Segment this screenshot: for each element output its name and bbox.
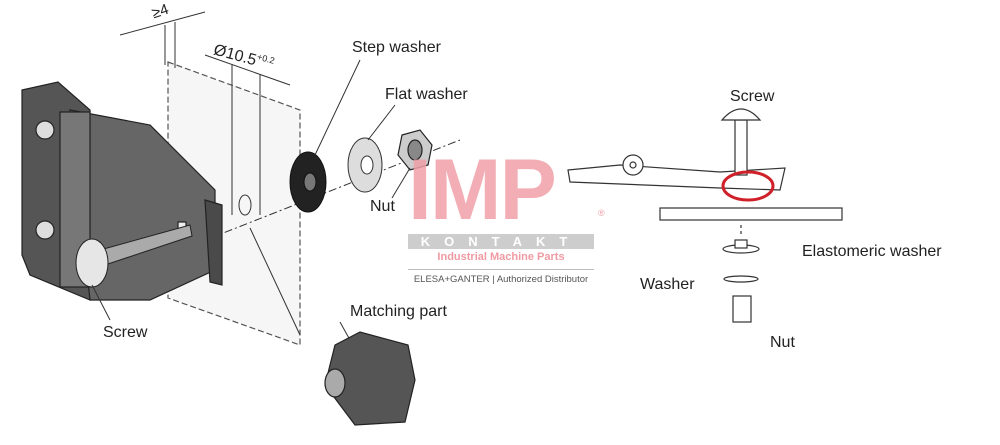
leader-lines [91,59,411,341]
nut-label-left: Nut [370,198,395,215]
nut [397,129,433,171]
screw [75,224,193,288]
matching-part-label: Matching part [350,303,447,320]
side-view [567,108,843,323]
highlight-circle [721,170,775,202]
step-washer [289,151,327,213]
watermark-kontakt: KONTAKT [408,234,594,249]
flat-washer-label: Flat washer [385,86,468,103]
nut-label-right: Nut [770,334,795,351]
watermark-brand: IMP [408,142,557,238]
watermark-distributor: ELESA+GANTER | Authorized Distributor [413,274,589,285]
watermark-divider [408,269,594,270]
step-washer-label: Step washer [352,39,441,56]
imp-kontakt-watermark: IMP ® KONTAKT Industrial Machine Parts E… [408,142,605,286]
elastomeric-washer-label: Elastomeric washer [802,243,942,260]
flat-washer [347,137,383,193]
matching-part [324,331,416,426]
mounting-hole [238,194,252,216]
watermark-tagline: Industrial Machine Parts [437,251,565,263]
screw-label-left: Screw [103,324,148,341]
registered-mark: ® [598,208,605,218]
washer-label: Washer [640,276,695,293]
screw-label-right: Screw [730,88,775,105]
